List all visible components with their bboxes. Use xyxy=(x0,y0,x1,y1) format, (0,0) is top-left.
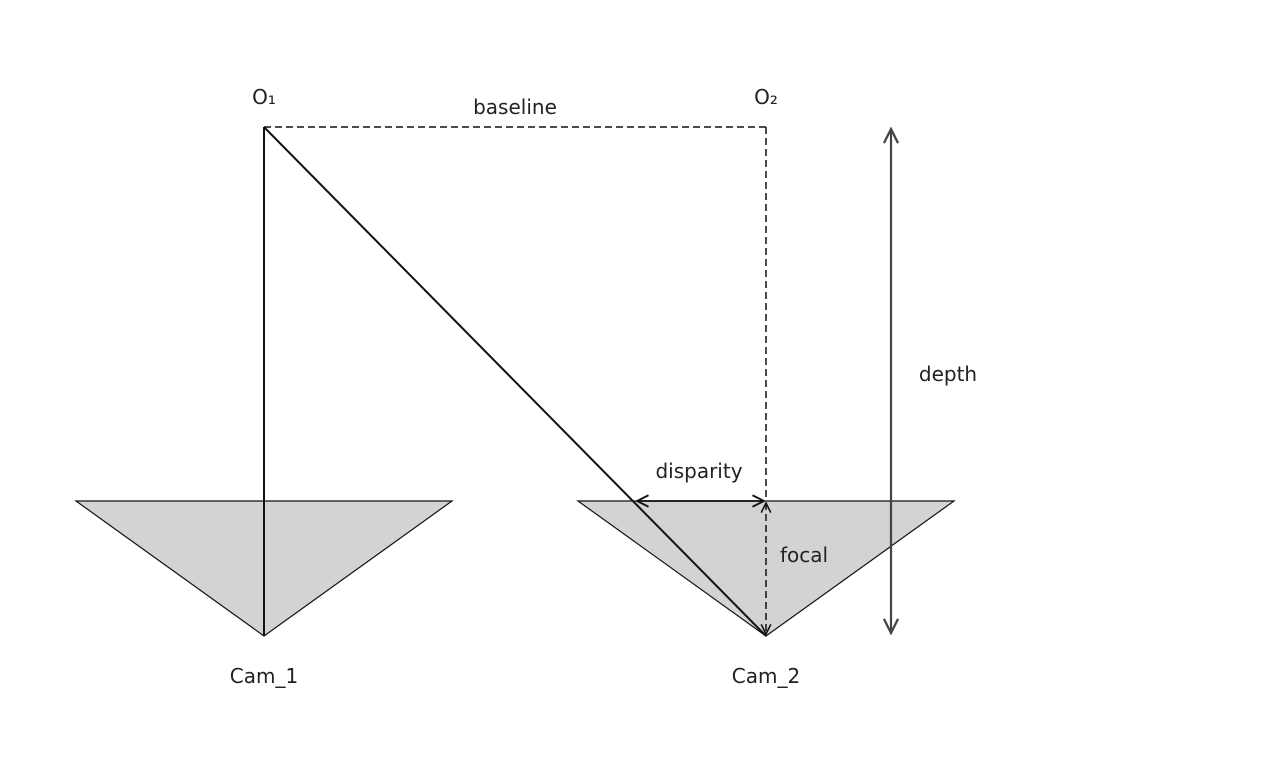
label-disparity: disparity xyxy=(655,459,742,483)
label-depth: depth xyxy=(919,362,977,386)
label-baseline: baseline xyxy=(473,95,557,119)
label-cam2: Cam_2 xyxy=(732,664,800,688)
label-o2: O₂ xyxy=(754,85,778,109)
label-cam1: Cam_1 xyxy=(230,664,298,688)
label-focal: focal xyxy=(780,543,828,567)
label-o1: O₁ xyxy=(252,85,276,109)
projection-ray xyxy=(263,126,767,637)
